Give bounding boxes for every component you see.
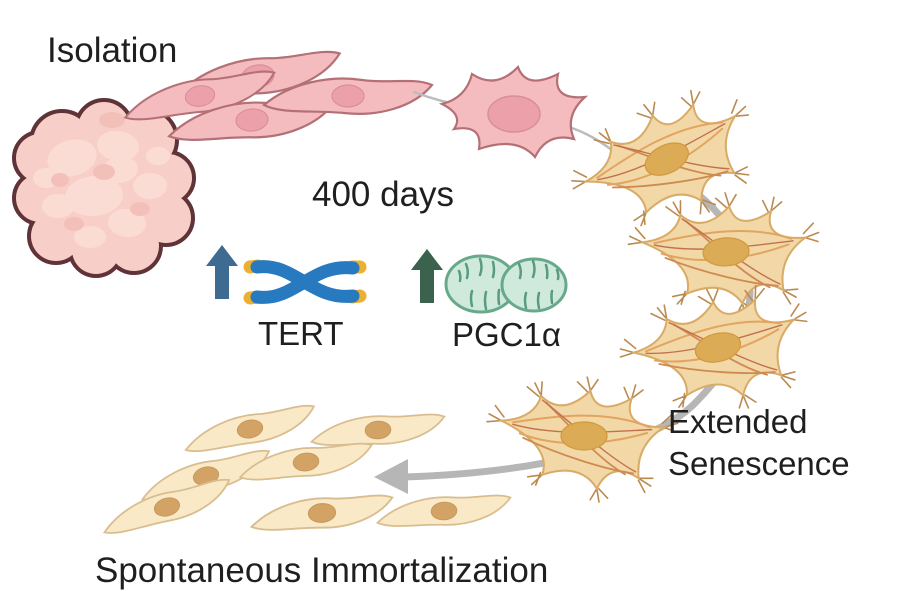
duration-label: 400 days <box>312 175 454 214</box>
curved-arrow-icon <box>374 144 754 494</box>
up-arrow-icon <box>411 249 443 303</box>
isolation-label: Isolation <box>47 31 177 70</box>
mitochondria-icon <box>444 254 568 314</box>
extended-senescence-label-line2: Senescence <box>668 445 850 482</box>
senescent-cell <box>613 278 817 422</box>
tert-marker-group <box>206 245 367 305</box>
extended-senescence-label-line1: Extended <box>668 403 807 440</box>
arrowhead <box>374 459 408 494</box>
tissue-explant-blob <box>16 102 192 274</box>
immortalized-cell <box>309 411 447 449</box>
tert-label: TERT <box>258 315 344 352</box>
senescent-cell <box>477 363 684 513</box>
up-arrow-icon <box>206 245 238 299</box>
immortalized-cell <box>237 439 375 485</box>
spread-fibroblast-cell <box>438 64 589 159</box>
immortalized-cell <box>249 492 395 535</box>
connector-line <box>570 126 614 152</box>
chromosome-icon <box>243 259 367 305</box>
pgc1a-label: PGC1α <box>452 316 561 353</box>
immortalized-cells <box>98 401 513 540</box>
tissue-blob-texture <box>33 112 170 248</box>
spontaneous-immortalization-label: Spontaneous Immortalization <box>95 551 548 590</box>
pgc1a-marker-group <box>411 249 568 314</box>
immortalized-cell <box>375 492 513 530</box>
